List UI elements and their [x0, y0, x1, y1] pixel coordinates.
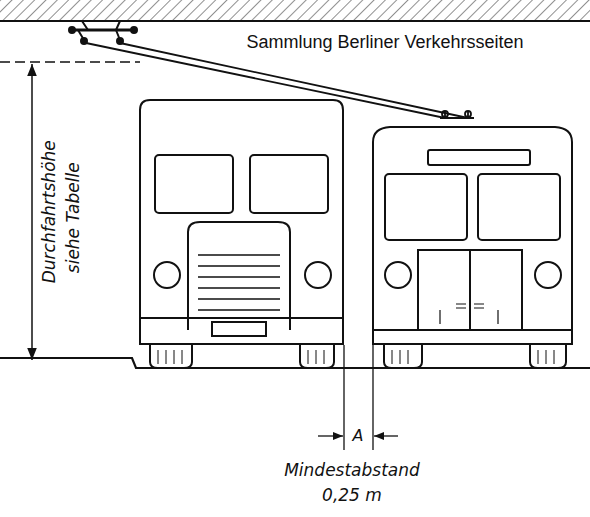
- label-holder: A: [353, 426, 364, 445]
- label-holder: 0,25 m: [322, 486, 382, 506]
- dimension-value: 0,25 m: [322, 486, 382, 506]
- ceiling-hatch: [0, 0, 590, 20]
- truck: [140, 100, 343, 368]
- label-holder: Mindestabstand: [284, 461, 420, 481]
- line-work: [0, 0, 590, 450]
- watermark: Sammlung Berliner Verkehrsseiten: [246, 32, 523, 53]
- dimension-label: Durchfahrtshöhe: [40, 140, 60, 283]
- label-holder: Durchfahrtshöhe: [40, 140, 60, 283]
- overhead-wire-hanger: [69, 21, 137, 44]
- dimension-symbol: A: [353, 427, 364, 445]
- label-holder: Sammlung Berliner Verkehrsseiten: [246, 32, 523, 53]
- trolley-poles: [86, 43, 474, 118]
- ground-line: [0, 358, 590, 368]
- gap-dimension: [318, 345, 398, 450]
- dimension-note: Mindestabstand: [284, 461, 420, 481]
- label-holder: siehe Tabelle: [63, 163, 83, 274]
- trolleybus: [373, 127, 572, 368]
- height-reference-line: [0, 61, 140, 63]
- height-dimension: [31, 64, 33, 360]
- ceiling-line: [0, 20, 590, 22]
- dimension-label: siehe Tabelle: [63, 163, 83, 274]
